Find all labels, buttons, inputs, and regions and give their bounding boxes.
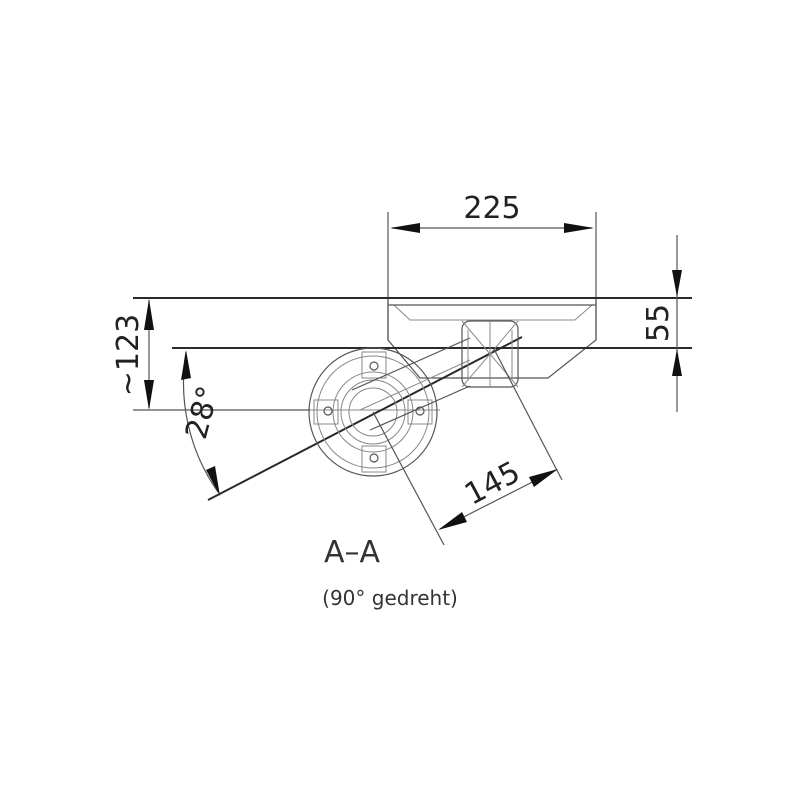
angle-label: 28°	[179, 382, 227, 442]
dimension-angle-28: 28°	[179, 350, 227, 496]
clamp-block	[461, 320, 519, 388]
hub-flange	[308, 347, 438, 477]
arm	[351, 337, 471, 431]
reference-lines	[133, 297, 692, 411]
dimension-123-label: ~123	[111, 314, 146, 396]
dimension-123: ~123	[111, 299, 154, 410]
section-label: A–A	[324, 535, 381, 570]
section-note: (90° gedreht)	[322, 586, 458, 610]
arm-axis-line	[207, 336, 523, 501]
dimension-55-label: 55	[641, 304, 676, 342]
dimension-225-label: 225	[463, 191, 520, 226]
dimension-145-label: 145	[459, 455, 526, 513]
dimension-225: 225	[390, 191, 594, 233]
dimension-55: 55	[641, 235, 682, 412]
top-plate	[387, 212, 597, 379]
